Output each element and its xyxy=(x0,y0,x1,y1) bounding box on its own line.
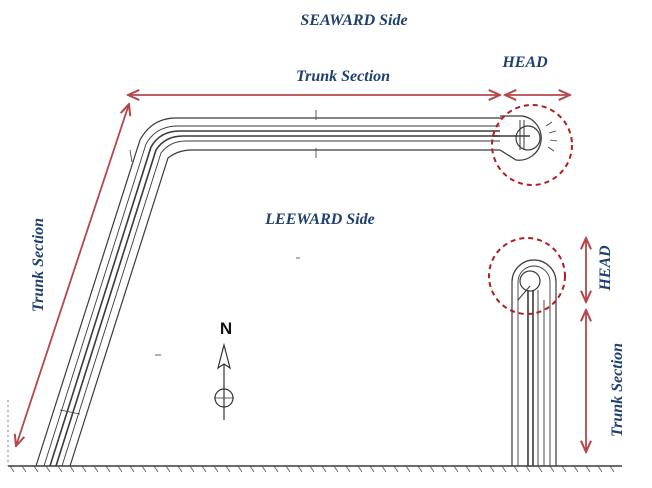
main-breakwater-head xyxy=(492,115,558,161)
trunk-left-label: Trunk Section xyxy=(30,218,47,312)
seaward-label: SEAWARD Side xyxy=(300,12,407,29)
head-highlight-circle-top xyxy=(491,104,573,186)
head-top-label: HEAD xyxy=(501,54,548,71)
head-highlight-circle-right xyxy=(488,237,566,315)
head-right-label: HEAD xyxy=(597,245,614,292)
ground-line xyxy=(7,400,622,473)
north-label: N xyxy=(220,319,232,338)
main-breakwater xyxy=(35,110,502,467)
north-arrow-icon xyxy=(214,342,234,420)
trunk-top-label: Trunk Section xyxy=(296,68,390,85)
leeward-label: LEEWARD Side xyxy=(264,211,375,228)
trunk-left-arrow xyxy=(16,104,129,446)
trunk-right-label: Trunk Section xyxy=(609,343,626,437)
secondary-breakwater xyxy=(511,259,557,466)
